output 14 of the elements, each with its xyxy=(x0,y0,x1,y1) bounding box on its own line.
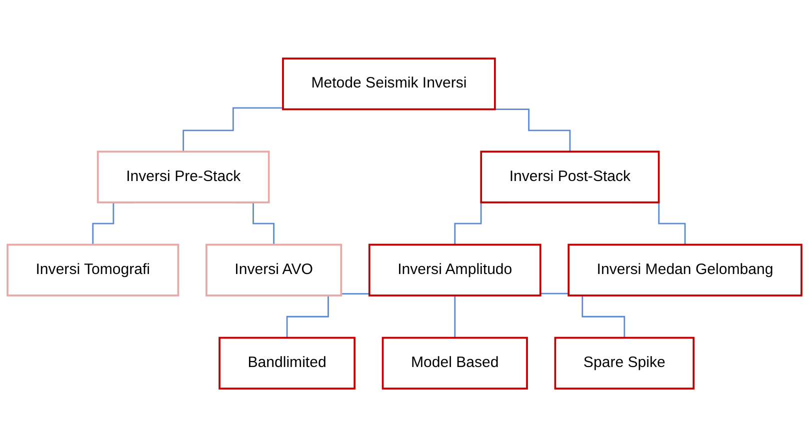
connector xyxy=(540,293,626,339)
connector xyxy=(286,294,370,339)
node-box: Model Based xyxy=(382,337,528,390)
node-box: Metode Seismik Inversi xyxy=(282,58,496,111)
node-box: Inversi AVO xyxy=(206,244,342,297)
node-box: Spare Spike xyxy=(554,337,695,390)
node-box: Inversi Post-Stack xyxy=(480,151,660,204)
connector xyxy=(454,295,456,339)
node-box: Bandlimited xyxy=(218,337,356,390)
node-box: Inversi Amplitudo xyxy=(368,244,542,297)
node-box: Inversi Pre-Stack xyxy=(96,151,270,204)
node-box: Inversi Tomografi xyxy=(6,244,180,297)
node-box: Inversi Medan Gelombang xyxy=(568,244,802,297)
connector xyxy=(182,108,283,153)
